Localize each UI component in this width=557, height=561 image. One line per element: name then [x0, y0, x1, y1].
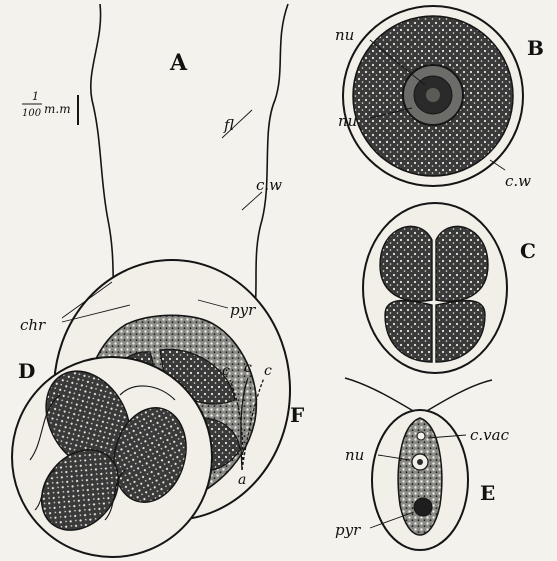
panel-label-f: F [290, 403, 304, 427]
panel-label-d: D [18, 359, 35, 383]
label-nu-b-2: nu [338, 112, 357, 130]
panel-e: c.vac nu pyr E [335, 378, 510, 550]
panel-label-e: E [480, 481, 495, 505]
panel-c: C [363, 203, 536, 373]
label-a-base: a [238, 472, 246, 488]
label-c-left: c [222, 363, 230, 379]
cell-e-contractile-vacuole [417, 432, 425, 440]
panel-label-a: A [169, 50, 188, 76]
cell-b-nucleolus [426, 88, 440, 102]
label-fl: fl [223, 116, 234, 134]
label-nu-b-1: nu [335, 26, 354, 44]
cell-e-pyrenoid [414, 498, 432, 516]
panel-label-c: C [520, 239, 536, 263]
label-c-right: c [264, 363, 272, 379]
label-pyr-a: pyr [230, 301, 256, 319]
cell-e-nucleolus [417, 459, 423, 465]
label-cw-a: c.w [256, 176, 282, 194]
label-cvac: c.vac [470, 426, 510, 444]
label-cw-b: c.w [505, 172, 531, 190]
label-c-middle: c [244, 360, 252, 376]
scale-denominator: 100 [22, 108, 42, 119]
scale-unit: m.m [44, 102, 71, 116]
panel-d: D [12, 356, 212, 557]
leader-cw-a [242, 192, 262, 210]
scale-numerator: 1 [32, 90, 39, 103]
label-chr: chr [20, 316, 46, 334]
cell-c-wall [363, 203, 507, 373]
label-pyr-e: pyr [335, 521, 361, 539]
label-nu-e: nu [345, 446, 364, 464]
panel-b: B nu nu c.w [335, 6, 544, 190]
panel-label-b: B [527, 36, 544, 60]
